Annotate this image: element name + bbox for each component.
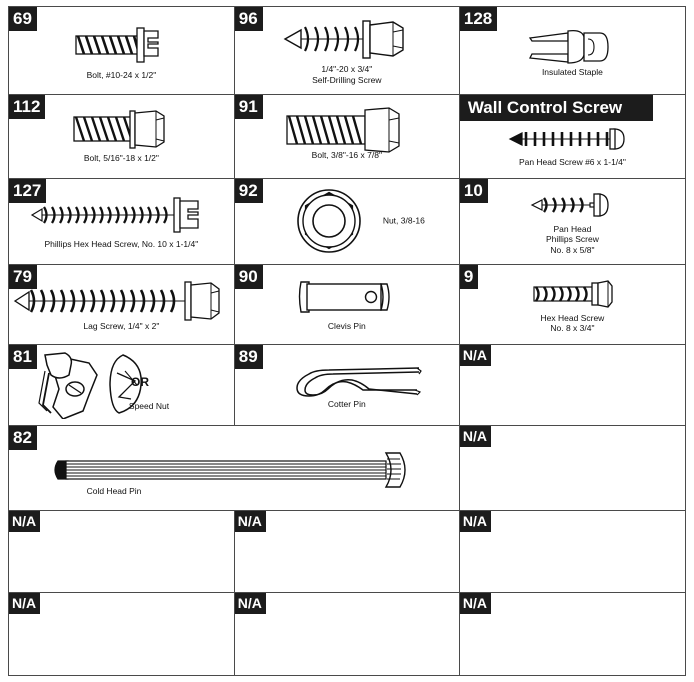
part-cell-92[interactable]: Nut, 3/8-16 92 xyxy=(234,178,460,264)
table-row: N/A N/A N/A xyxy=(9,511,685,594)
part-cell-89[interactable]: 89 Cotter Pin xyxy=(234,344,460,426)
table-row: 69 Bolt, #10-24 x 1/2" xyxy=(9,7,685,95)
part-caption: Cotter Pin xyxy=(327,398,366,409)
part-cell-empty[interactable]: N/A xyxy=(459,344,685,426)
hex-nut-icon xyxy=(235,187,459,255)
part-badge: 112 xyxy=(9,94,46,119)
part-badge: 128 xyxy=(459,7,498,31)
part-caption: Clevis Pin xyxy=(327,320,366,331)
part-cell-69[interactable]: 69 Bolt, #10-24 x 1/2" xyxy=(9,7,235,94)
parts-grid: 69 Bolt, #10-24 x 1/2" xyxy=(8,6,686,676)
cold-head-pin-icon xyxy=(9,450,459,490)
part-badge: N/A xyxy=(9,593,41,615)
part-badge: N/A xyxy=(459,426,492,448)
part-cell-empty[interactable]: N/A xyxy=(9,511,235,593)
part-caption: Pan Head Screw #6 x 1-1/4" xyxy=(518,156,626,167)
part-badge: 9 xyxy=(459,264,479,289)
part-cell-82[interactable]: 82 Cold Head Pin xyxy=(9,426,460,511)
clevis-pin-icon xyxy=(235,273,459,321)
part-caption: Bolt, 3/8"-16 x 7/8" xyxy=(311,149,382,160)
self-drilling-screw-icon xyxy=(235,15,459,63)
part-badge: N/A xyxy=(234,511,266,533)
part-cell-112[interactable]: 112 xyxy=(9,94,235,178)
lag-screw-icon xyxy=(9,279,234,323)
alternate-or-label: OR xyxy=(131,374,149,389)
part-badge: N/A xyxy=(459,511,491,533)
part-cell-empty[interactable]: N/A xyxy=(459,426,685,511)
insulated-staple-icon xyxy=(460,27,685,67)
part-caption: Hex Head Screw No. 8 x 3/4" xyxy=(540,312,605,334)
part-badge: N/A xyxy=(9,511,41,533)
part-badge-title: Wall Control Screw xyxy=(459,94,653,121)
pan-head-phillips-screw-icon xyxy=(460,189,685,221)
phillips-hex-head-screw-icon xyxy=(9,193,234,237)
part-badge: 91 xyxy=(234,94,263,119)
part-badge: N/A xyxy=(459,344,491,366)
pan-head-screw-icon xyxy=(460,123,685,155)
part-badge: 81 xyxy=(9,344,37,369)
table-row: 112 xyxy=(9,94,685,179)
cotter-pin-icon xyxy=(235,361,459,399)
part-caption: Pan Head Phillips Screw No. 8 x 5/8" xyxy=(545,223,599,255)
table-row: 79 xyxy=(9,264,685,345)
part-caption: Insulated Staple xyxy=(541,67,603,77)
hex-head-screw-small-icon xyxy=(460,277,685,311)
part-caption: Speed Nut xyxy=(128,400,170,411)
part-cell-empty[interactable]: N/A xyxy=(459,511,685,593)
part-cell-empty[interactable]: N/A xyxy=(459,593,685,675)
part-cell-91[interactable]: 91 Bolt, 3/8"-16 x xyxy=(234,94,460,178)
hex-flange-bolt-icon xyxy=(9,21,234,69)
part-cell-90[interactable]: 90 Clevis Pin xyxy=(234,264,460,344)
part-caption: Bolt, 5/16"-18 x 1/2" xyxy=(83,152,159,163)
part-cell-9[interactable]: 9 Hex Head Screw No xyxy=(459,264,685,344)
part-caption: Nut, 3/8-16 xyxy=(382,215,425,226)
part-cell-empty[interactable]: N/A xyxy=(234,511,460,593)
part-badge: 96 xyxy=(234,7,263,31)
part-caption: Phillips Hex Head Screw, No. 10 x 1-1/4" xyxy=(44,238,199,249)
hex-bolt-long-icon xyxy=(235,103,459,157)
part-cell-empty[interactable]: N/A xyxy=(234,593,460,675)
part-badge: 10 xyxy=(459,178,488,203)
part-badge: N/A xyxy=(459,593,491,615)
part-badge: 69 xyxy=(9,7,37,31)
part-badge: 92 xyxy=(234,178,263,203)
part-cell-10[interactable]: 10 P xyxy=(459,178,685,264)
table-row: 127 Phillips Hex He xyxy=(9,178,685,265)
hex-bolt-icon xyxy=(9,105,234,153)
part-cell-empty[interactable]: N/A xyxy=(9,593,235,675)
part-badge: 79 xyxy=(9,264,37,289)
part-cell-81[interactable]: 81 xyxy=(9,344,235,426)
part-cell-128[interactable]: 128 Insulated Staple xyxy=(459,7,685,94)
part-caption: Cold Head Pin xyxy=(86,486,142,497)
table-row: 82 Cold Head Pin N/A xyxy=(9,426,685,512)
table-row: N/A N/A N/A xyxy=(9,593,685,675)
part-cell-wall-control-screw[interactable]: Wall Control Screw xyxy=(459,94,685,178)
part-cell-96[interactable]: 96 xyxy=(234,7,460,94)
part-badge: 89 xyxy=(234,344,263,369)
speed-nut-icon xyxy=(19,349,149,419)
part-caption: 1/4"-20 x 3/4" Self-Drilling Screw xyxy=(312,64,382,85)
part-badge: 82 xyxy=(9,426,37,451)
part-caption: Lag Screw, 1/4" x 2" xyxy=(83,320,160,331)
part-caption: Bolt, #10-24 x 1/2" xyxy=(86,70,157,80)
part-badge: N/A xyxy=(234,593,266,615)
part-cell-127[interactable]: 127 Phillips Hex He xyxy=(9,178,235,264)
part-badge: 127 xyxy=(9,178,47,203)
table-row: 81 xyxy=(9,344,685,427)
part-cell-79[interactable]: 79 xyxy=(9,264,235,344)
part-badge: 90 xyxy=(234,264,263,289)
